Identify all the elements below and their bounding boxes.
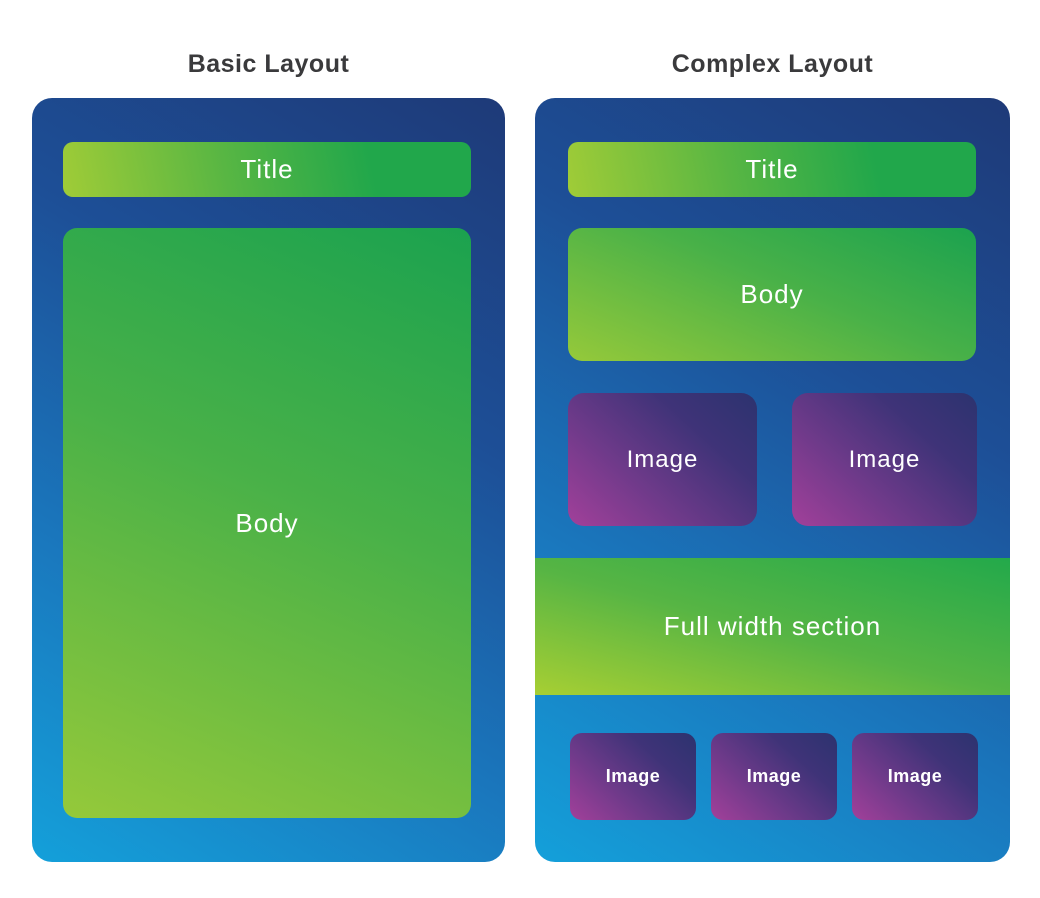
complex-body-box: Body (568, 228, 976, 361)
complex-layout-heading: Complex Layout (671, 50, 874, 78)
complex-small-image-label-3: Image (887, 766, 943, 786)
basic-layout-panel: Title Body (32, 98, 505, 862)
complex-image-label-2: Image (848, 445, 921, 473)
complex-small-image-box-1: Image (570, 733, 696, 820)
complex-full-width-label: Full width section (663, 611, 882, 641)
complex-title-bar: Title (568, 142, 976, 197)
basic-layout-heading: Basic Layout (187, 50, 350, 78)
complex-image-box-2: Image (792, 393, 977, 526)
complex-small-image-label-1: Image (605, 766, 661, 786)
complex-small-image-label-2: Image (746, 766, 802, 786)
basic-title-label: Title (240, 154, 294, 184)
complex-small-image-box-3: Image (852, 733, 978, 820)
basic-body-box: Body (63, 228, 471, 818)
complex-full-width-section: Full width section (535, 558, 1010, 695)
complex-small-image-box-2: Image (711, 733, 837, 820)
basic-body-label: Body (235, 507, 299, 538)
basic-title-bar: Title (63, 142, 471, 197)
complex-image-label-1: Image (626, 445, 699, 473)
complex-image-box-1: Image (568, 393, 757, 526)
complex-layout-panel: Title Body Image Image Full width sectio… (535, 98, 1010, 862)
complex-body-label: Body (740, 279, 804, 309)
complex-title-label: Title (745, 154, 799, 184)
